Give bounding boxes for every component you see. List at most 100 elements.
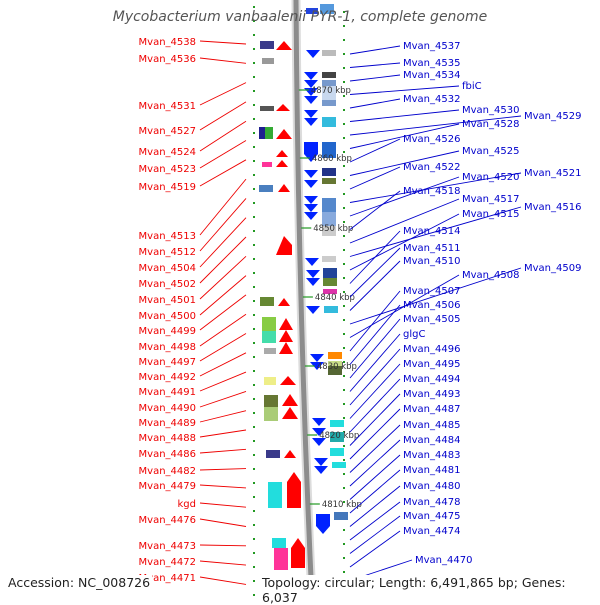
gene-leader-line — [349, 408, 401, 460]
gene-label[interactable]: Mvan_4532 — [403, 94, 460, 105]
tick-mark — [253, 20, 255, 22]
gene-label[interactable]: Mvan_4520 — [462, 172, 519, 183]
gene-label[interactable]: Mvan_4471 — [139, 573, 196, 584]
gene-label[interactable]: Mvan_4529 — [524, 111, 581, 122]
gene-arrow — [304, 212, 318, 220]
gene-label[interactable]: Mvan_4492 — [139, 372, 196, 383]
gene-label[interactable]: Mvan_4500 — [139, 311, 196, 322]
tick-mark — [253, 370, 255, 372]
gene-label[interactable]: Mvan_4512 — [139, 247, 196, 258]
tick-mark — [253, 552, 255, 554]
gene-label[interactable]: Mvan_4475 — [403, 511, 460, 522]
gene-label[interactable]: Mvan_4509 — [524, 263, 581, 274]
gene-label[interactable]: Mvan_4476 — [139, 515, 196, 526]
gene-label[interactable]: Mvan_4473 — [139, 541, 196, 552]
gene-leader-line — [349, 454, 401, 500]
gene-label[interactable]: Mvan_4535 — [403, 58, 460, 69]
tick-mark — [343, 151, 345, 153]
gene-label[interactable]: Mvan_4519 — [139, 182, 196, 193]
gene-label[interactable]: Mvan_4480 — [403, 481, 460, 492]
gene-label[interactable]: Mvan_4510 — [403, 256, 460, 267]
gene-label[interactable]: Mvan_4524 — [139, 147, 196, 158]
gene-label[interactable]: Mvan_4472 — [139, 557, 196, 568]
gene-label[interactable]: Mvan_4481 — [403, 465, 460, 476]
gene-label[interactable]: Mvan_4505 — [403, 314, 460, 325]
gene-block — [322, 142, 336, 158]
gene-label[interactable]: Mvan_4511 — [403, 243, 460, 254]
gene-label[interactable]: Mvan_4485 — [403, 420, 460, 431]
gene-label[interactable]: Mvan_4484 — [403, 435, 460, 446]
gene-label[interactable]: Mvan_4479 — [139, 481, 196, 492]
gene-block — [323, 289, 337, 294]
gene-label[interactable]: Mvan_4514 — [403, 226, 460, 237]
gene-leader-line — [349, 190, 401, 230]
gene-label[interactable]: Mvan_4491 — [139, 387, 196, 398]
gene-arrow — [310, 362, 324, 370]
gene-leader-line — [199, 140, 247, 169]
gene-label[interactable]: Mvan_4526 — [403, 134, 460, 145]
left-strand-features — [259, 41, 305, 570]
gene-label[interactable]: Mvan_4523 — [139, 164, 196, 175]
tick-mark — [253, 272, 255, 274]
gene-leader-line — [199, 333, 247, 362]
gene-label[interactable]: Mvan_4478 — [403, 497, 460, 508]
gene-label[interactable]: Mvan_4494 — [403, 374, 460, 385]
gene-block — [330, 432, 344, 442]
accession-label: Accession: NC_008726 — [6, 575, 153, 590]
tick-mark — [343, 81, 345, 83]
gene-label[interactable]: Mvan_4534 — [403, 70, 460, 81]
gene-label[interactable]: Mvan_4518 — [403, 186, 460, 197]
gene-label[interactable]: Mvan_4488 — [139, 433, 196, 444]
gene-label[interactable]: Mvan_4499 — [139, 326, 196, 337]
gene-label[interactable]: Mvan_4525 — [462, 146, 519, 157]
gene-label[interactable]: Mvan_4506 — [403, 300, 460, 311]
gene-label[interactable]: Mvan_4537 — [403, 41, 460, 52]
gene-label[interactable]: Mvan_4470 — [415, 555, 472, 566]
gene-label[interactable]: Mvan_4527 — [139, 126, 196, 137]
gene-label[interactable]: Mvan_4515 — [462, 209, 519, 220]
gene-label[interactable]: Mvan_4507 — [403, 286, 460, 297]
gene-leader-line — [349, 304, 401, 365]
gene-block — [262, 331, 276, 343]
gene-label[interactable]: Mvan_4482 — [139, 466, 196, 477]
tick-mark — [253, 286, 255, 288]
gene-label[interactable]: Mvan_4490 — [139, 403, 196, 414]
gene-label[interactable]: Mvan_4508 — [462, 270, 519, 281]
gene-leader-line — [199, 294, 247, 331]
gene-label[interactable]: Mvan_4538 — [139, 37, 196, 48]
gene-leader-line — [349, 348, 401, 406]
gene-label[interactable]: Mvan_4496 — [403, 344, 460, 355]
gene-label[interactable]: Mvan_4498 — [139, 342, 196, 353]
tick-mark — [343, 179, 345, 181]
tick-mark — [253, 90, 255, 92]
gene-label[interactable]: glgC — [403, 329, 425, 340]
gene-label[interactable]: Mvan_4530 — [462, 105, 519, 116]
gene-block — [265, 127, 273, 139]
gene-label[interactable]: Mvan_4536 — [139, 54, 196, 65]
tick-mark — [253, 118, 255, 120]
gene-label[interactable]: kgd — [178, 499, 197, 510]
gene-block — [322, 198, 336, 212]
gene-label[interactable]: Mvan_4483 — [403, 450, 460, 461]
gene-label[interactable]: Mvan_4501 — [139, 295, 196, 306]
gene-label[interactable]: Mvan_4528 — [462, 119, 519, 130]
gene-label[interactable]: Mvan_4522 — [403, 162, 460, 173]
gene-label[interactable]: Mvan_4502 — [139, 279, 196, 290]
page-title: Mycobacterium vanbaalenii PYR-1, complet… — [112, 9, 488, 25]
gene-label[interactable]: Mvan_4521 — [524, 168, 581, 179]
tick-mark — [343, 389, 345, 391]
gene-label[interactable]: Mvan_4531 — [139, 101, 196, 112]
gene-label[interactable]: Mvan_4489 — [139, 418, 196, 429]
gene-label[interactable]: Mvan_4513 — [139, 231, 196, 242]
gene-label[interactable]: Mvan_4486 — [139, 449, 196, 460]
gene-arrow — [276, 129, 292, 139]
gene-label[interactable]: Mvan_4516 — [524, 202, 581, 213]
gene-label[interactable]: Mvan_4497 — [139, 357, 196, 368]
gene-label[interactable]: Mvan_4517 — [462, 194, 519, 205]
gene-label[interactable]: Mvan_4493 — [403, 389, 460, 400]
gene-label[interactable]: Mvan_4495 — [403, 359, 460, 370]
gene-label[interactable]: fbiC — [462, 81, 482, 92]
gene-label[interactable]: Mvan_4474 — [403, 526, 460, 537]
gene-label[interactable]: Mvan_4504 — [139, 263, 196, 274]
gene-label[interactable]: Mvan_4487 — [403, 404, 460, 415]
